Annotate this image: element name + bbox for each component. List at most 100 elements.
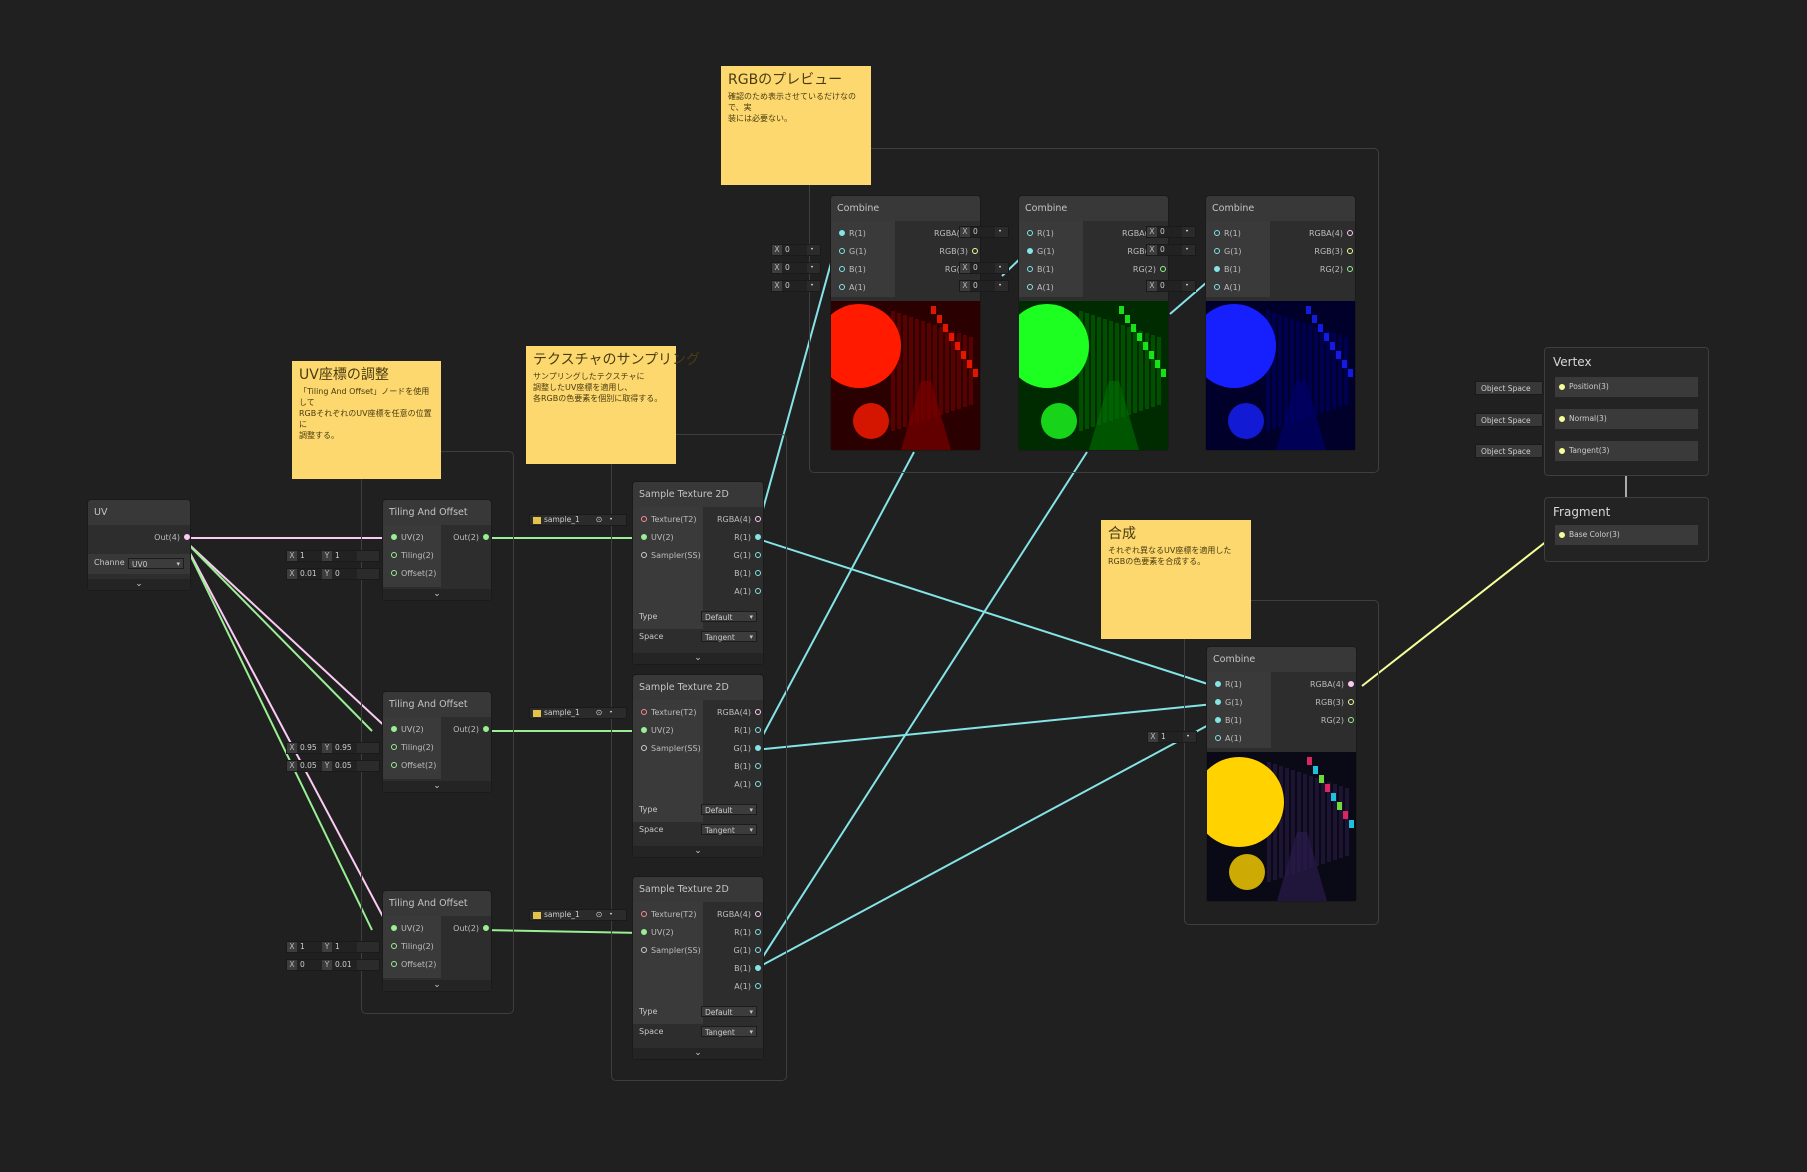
port-dot[interactable] xyxy=(391,570,397,576)
port-dot[interactable] xyxy=(1214,230,1220,236)
port-dot[interactable] xyxy=(1347,266,1353,272)
port-dot[interactable] xyxy=(839,266,845,272)
port-dot[interactable] xyxy=(483,726,489,732)
port-dot[interactable] xyxy=(483,925,489,931)
field-value[interactable]: 0 xyxy=(332,569,357,579)
port-in[interactable]: G(1) xyxy=(1215,695,1243,711)
port-out[interactable]: A(1) xyxy=(734,584,761,600)
port-in[interactable]: R(1) xyxy=(839,226,866,242)
port-dot[interactable] xyxy=(483,534,489,540)
port-dot[interactable] xyxy=(641,709,647,715)
port-dot[interactable] xyxy=(391,943,397,949)
port-dot[interactable] xyxy=(641,929,647,935)
port-dot[interactable] xyxy=(755,983,761,989)
port-dot[interactable] xyxy=(1559,416,1565,422)
expand-chevron-icon[interactable]: ⌄ xyxy=(633,846,763,857)
sticky-compose[interactable]: 合成 それぞれ異なるUV座標を適用した RGBの色要素を合成する。 xyxy=(1101,520,1251,639)
expand-chevron-icon[interactable]: ⌄ xyxy=(88,579,190,590)
port-dot[interactable] xyxy=(755,709,761,715)
port-in[interactable]: Texture(T2) xyxy=(641,907,697,923)
port-dot[interactable] xyxy=(184,534,190,540)
port-dot[interactable] xyxy=(391,552,397,558)
port-dot[interactable] xyxy=(755,534,761,540)
port-dot[interactable] xyxy=(1160,266,1166,272)
port-in[interactable]: B(1) xyxy=(1214,262,1241,278)
port-dot[interactable] xyxy=(839,284,845,290)
vertex-position-row[interactable]: Position(3) xyxy=(1555,377,1698,397)
type-dropdown[interactable]: Default xyxy=(701,804,757,816)
sticky-preview[interactable]: RGBのプレビュー 確認のため表示させているだけなので、実 装には必要ない。 xyxy=(721,66,871,185)
field-value[interactable]: 0 xyxy=(297,960,322,970)
port-out[interactable]: B(1) xyxy=(734,566,761,582)
port-out[interactable]: R(1) xyxy=(734,925,761,941)
port-in[interactable]: Offset(2) xyxy=(391,957,436,973)
type-dropdown[interactable]: Default xyxy=(701,1006,757,1018)
port-dot[interactable] xyxy=(1027,248,1033,254)
port-dot[interactable] xyxy=(839,248,845,254)
port-in[interactable]: Sampler(SS) xyxy=(641,943,701,959)
port-in[interactable]: Offset(2) xyxy=(391,566,436,582)
field-value[interactable]: 1 xyxy=(332,942,357,952)
port-dot[interactable] xyxy=(391,726,397,732)
port-in[interactable]: R(1) xyxy=(1027,226,1054,242)
field-value[interactable]: 0 xyxy=(970,263,995,273)
port-dot[interactable] xyxy=(1027,284,1033,290)
port-dot[interactable] xyxy=(755,947,761,953)
port-out[interactable]: RG(2) xyxy=(1133,262,1166,278)
port-dot[interactable] xyxy=(755,781,761,787)
field-value[interactable]: 0.95 xyxy=(332,743,357,753)
port-out[interactable]: RGBA(4) xyxy=(717,705,761,721)
port-dot[interactable] xyxy=(1027,266,1033,272)
port-in[interactable]: G(1) xyxy=(839,244,867,260)
port-dot[interactable] xyxy=(391,925,397,931)
port-dot[interactable] xyxy=(1347,230,1353,236)
field-value[interactable]: 1 xyxy=(297,551,322,561)
port-in[interactable]: G(1) xyxy=(1027,244,1055,260)
port-out[interactable]: G(1) xyxy=(733,548,761,564)
port-dot[interactable] xyxy=(391,534,397,540)
field-value[interactable]: 0 xyxy=(782,245,807,255)
port-in[interactable]: G(1) xyxy=(1214,244,1242,260)
port-dot[interactable] xyxy=(641,534,647,540)
field-value[interactable]: 0 xyxy=(782,281,807,291)
target-icon[interactable]: ⊙ xyxy=(595,708,603,717)
port-in[interactable]: A(1) xyxy=(839,280,866,296)
port-out[interactable]: A(1) xyxy=(734,777,761,793)
port-out[interactable]: Out(2) xyxy=(453,722,489,738)
port-in[interactable]: UV(2) xyxy=(391,530,424,546)
port-out[interactable]: G(1) xyxy=(733,943,761,959)
space-dropdown[interactable]: Tangent xyxy=(701,631,757,643)
port-dot[interactable] xyxy=(1559,532,1565,538)
uv-node[interactable]: UV Out(4) Channe UV0 ⌄ xyxy=(88,500,190,590)
space-dropdown[interactable]: Tangent xyxy=(701,1026,757,1038)
port-out[interactable]: Out(2) xyxy=(453,530,489,546)
port-dot[interactable] xyxy=(755,745,761,751)
port-in[interactable]: A(1) xyxy=(1214,280,1241,296)
port-out[interactable]: RGBA(4) xyxy=(1310,677,1354,693)
port-out[interactable]: G(1) xyxy=(733,741,761,757)
port-dot[interactable] xyxy=(391,762,397,768)
object-space-field[interactable]: Object Space xyxy=(1475,381,1543,395)
port-dot[interactable] xyxy=(1348,717,1354,723)
port-dot[interactable] xyxy=(1214,248,1220,254)
port-out[interactable]: R(1) xyxy=(734,530,761,546)
vertex-block[interactable]: Vertex Position(3) Normal(3) Tangent(3) xyxy=(1544,347,1709,476)
field-value[interactable]: 0.05 xyxy=(297,761,322,771)
port-in[interactable]: UV(2) xyxy=(391,921,424,937)
port-dot[interactable] xyxy=(641,552,647,558)
port-in[interactable]: UV(2) xyxy=(641,723,674,739)
port-dot[interactable] xyxy=(641,516,647,522)
